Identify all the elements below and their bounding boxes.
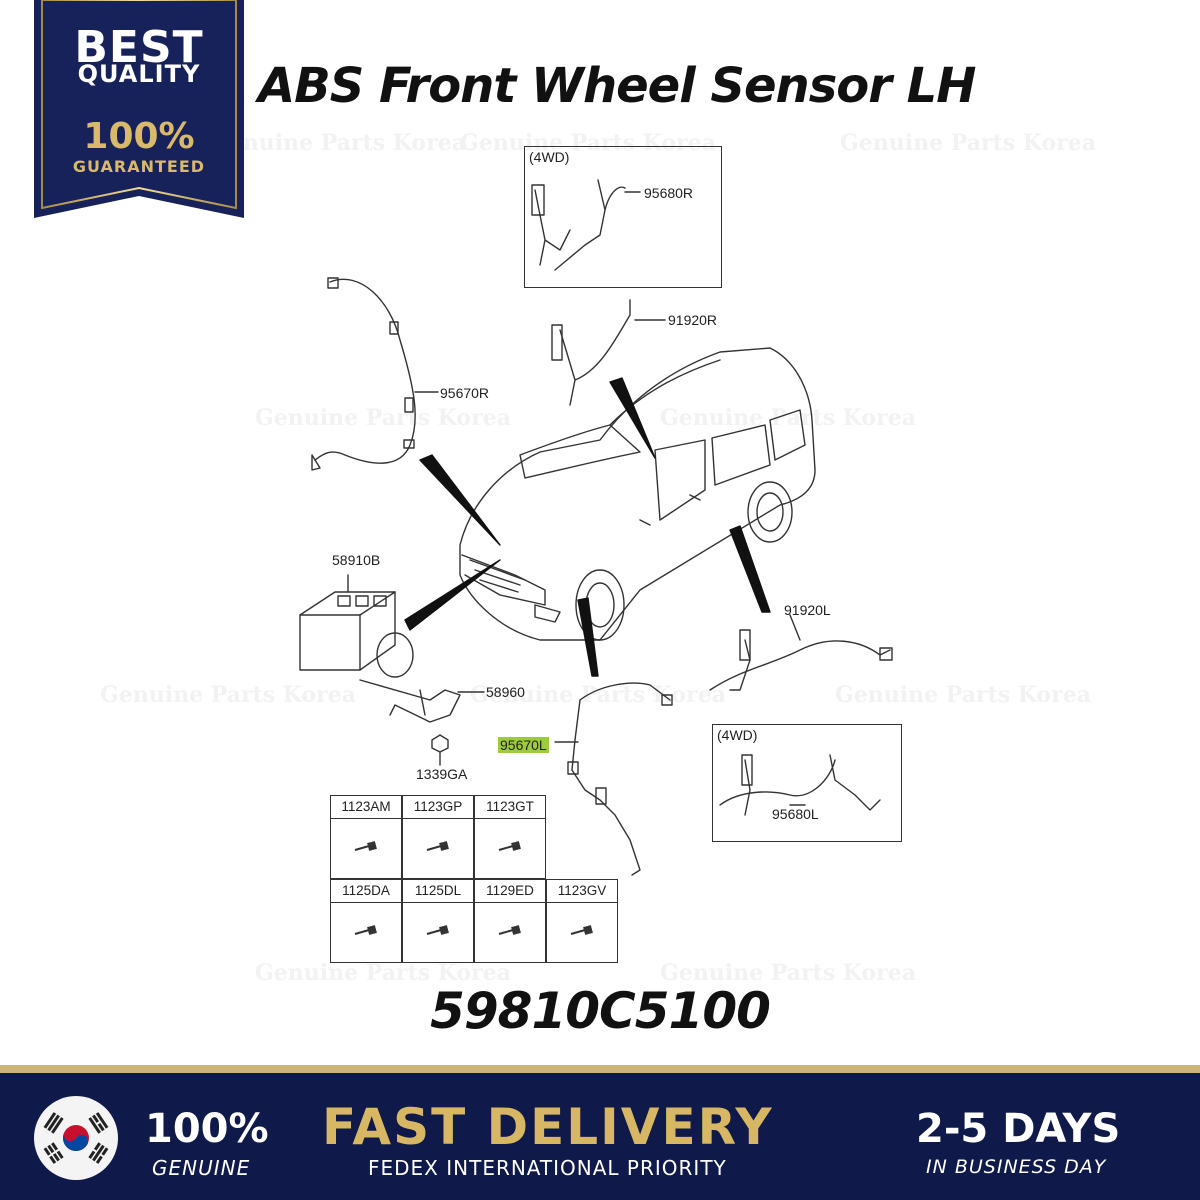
fastener-cell: 1125DA (330, 879, 402, 963)
fastener-cell: 1129ED (474, 879, 546, 963)
label-95680l: 95680L (772, 806, 819, 822)
badge-shape (34, 0, 244, 218)
banner-genuine-percent: 100% (145, 1106, 269, 1152)
watermark: Genuine Parts Korea (470, 682, 726, 708)
fastener-cell: 1123AM (330, 795, 402, 879)
bolt-icon (498, 925, 521, 935)
badge-quality-text: QUALITY (77, 60, 201, 88)
fastener-cell: 1123GP (402, 795, 474, 879)
badge-percent-text: 100% (83, 116, 195, 157)
badge-best-text: BEST (74, 22, 204, 73)
watermark: Genuine Parts Korea (660, 960, 916, 986)
page-title: ABS Front Wheel Sensor LH (258, 58, 976, 114)
fastener-code: 1125DA (331, 880, 401, 903)
banner-stripe (0, 1065, 1200, 1073)
badge-guaranteed-text: GUARANTEED (72, 157, 206, 176)
watermark: Genuine Parts Korea (100, 682, 356, 708)
bolt-icon (426, 841, 449, 851)
watermark: Genuine Parts Korea (460, 130, 716, 156)
banner-business-day-label: IN BUSINESS DAY (926, 1156, 1107, 1178)
watermark: Genuine Parts Korea (255, 960, 511, 986)
fastener-code: 1123GT (475, 796, 545, 819)
fastener-cell: 1123GT (474, 795, 546, 879)
bolt-icon (570, 925, 593, 935)
label-58960: 58960 (486, 684, 525, 700)
label-91920r: 91920R (668, 312, 718, 328)
box-heading: (4WD) (529, 149, 570, 165)
watermark: Genuine Parts Korea (210, 130, 466, 156)
fastener-code: 1129ED (475, 880, 545, 903)
bolt-icon (426, 925, 449, 935)
fastener-code: 1123GP (403, 796, 473, 819)
label-95680r: 95680R (644, 185, 694, 201)
label-95670r: 95670R (440, 385, 490, 401)
fastener-code: 1123GV (547, 880, 617, 903)
korea-flag-icon (34, 1096, 118, 1180)
label-91920l: 91920L (784, 602, 831, 618)
vehicle-illustration (459, 347, 816, 641)
box-4wd-left-art (719, 754, 881, 816)
banner-days: 2-5 DAYS (916, 1106, 1121, 1152)
watermark: Genuine Parts Korea (255, 405, 511, 431)
box-4wd-left: (4WD) (712, 724, 902, 842)
fastener-cell: 1123GV (546, 879, 618, 963)
delivery-banner (0, 1065, 1200, 1200)
box-heading: (4WD) (717, 727, 758, 743)
banner-genuine-label: GENUINE (152, 1156, 251, 1180)
watermark: Genuine Parts Korea (840, 130, 1096, 156)
banner-fedex-label: FEDEX INTERNATIONAL PRIORITY (368, 1156, 727, 1180)
abs-module-art (299, 574, 414, 678)
bolt-icon (498, 841, 521, 851)
bolt-icon (354, 925, 377, 935)
box-4wd-right: (4WD) (524, 146, 722, 288)
watermark: Genuine Parts Korea (835, 682, 1091, 708)
fastener-cell: 1125DL (402, 879, 474, 963)
label-95670l: 95670L (498, 737, 549, 753)
fastener-code: 1123AM (331, 796, 401, 819)
watermark: Genuine Parts Korea (660, 405, 916, 431)
part-number: 59810C5100 (430, 982, 771, 1040)
banner-fast-delivery: FAST DELIVERY (322, 1098, 774, 1156)
quality-badge: BEST QUALITY 100% GUARANTEED (34, 0, 244, 220)
fastener-code: 1125DL (403, 880, 473, 903)
label-58910b: 58910B (332, 552, 381, 568)
box-4wd-right-art (531, 179, 641, 271)
parts-diagram (299, 179, 893, 876)
bolt-icon (354, 841, 377, 851)
label-1339ga: 1339GA (416, 766, 468, 782)
